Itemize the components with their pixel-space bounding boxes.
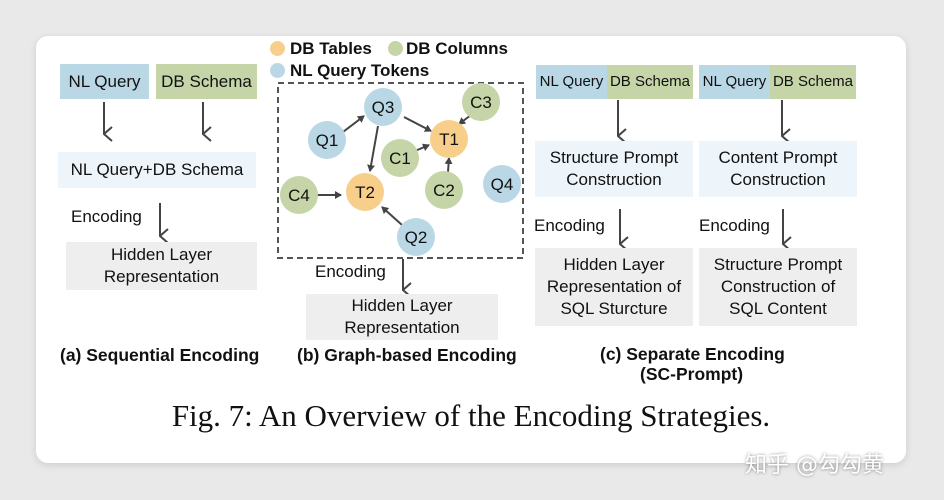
a-combined-box: NL Query+DB Schema	[58, 152, 256, 188]
a-nl-query-box: NL Query	[60, 64, 149, 99]
legend-dot-columns	[388, 41, 403, 56]
svg-text:Q3: Q3	[372, 98, 395, 117]
node-c2: C2	[425, 171, 463, 209]
node-c4: C4	[280, 176, 318, 214]
edge-q3-t2	[367, 125, 379, 172]
a-hidden-box: Hidden Layer Representation	[66, 242, 257, 290]
a-db-schema-box: DB Schema	[156, 64, 257, 99]
c-left-nl-query-box: NL Query	[536, 65, 607, 99]
b-encoding-label: Encoding	[315, 262, 386, 281]
a-encoding-label: Encoding	[71, 207, 142, 226]
svg-text:T1: T1	[439, 130, 459, 149]
c-right-hidden-box: Structure Prompt Construction of SQL Con…	[699, 248, 857, 326]
node-q3: Q3	[364, 88, 402, 126]
node-t1: T1	[430, 120, 468, 158]
svg-text:C4: C4	[288, 186, 310, 205]
svg-text:Q4: Q4	[491, 175, 514, 194]
node-q4: Q4	[483, 165, 521, 203]
c-right-construction-box: Content Prompt Construction	[699, 141, 857, 197]
c-caption-line1: (c) Separate Encoding	[600, 344, 785, 364]
a-caption: (a) Sequential Encoding	[60, 345, 260, 365]
c-left-hidden-box: Hidden Layer Representation of SQL Sturc…	[535, 248, 693, 326]
svg-text:Q2: Q2	[405, 228, 428, 247]
graph-border	[277, 82, 524, 259]
node-q2: Q2	[397, 218, 435, 256]
edge-c2-t1	[444, 157, 453, 173]
node-q1: Q1	[308, 121, 346, 159]
edge-q2-t2	[381, 206, 403, 226]
svg-text:Q1: Q1	[316, 131, 339, 150]
svg-text:T2: T2	[355, 183, 375, 202]
c-right-encoding-label: Encoding	[699, 216, 770, 235]
c-caption-line2: (SC-Prompt)	[640, 364, 744, 384]
svg-text:C3: C3	[470, 93, 492, 112]
svg-text:C1: C1	[389, 149, 411, 168]
c-right-db-schema-box: DB Schema	[770, 65, 856, 99]
c-left-db-schema-box: DB Schema	[607, 65, 693, 99]
node-t2: T2	[346, 173, 384, 211]
node-c3: C3	[462, 83, 500, 121]
b-hidden-box: Hidden Layer Representation	[306, 294, 498, 340]
b-caption: (b) Graph-based Encoding	[297, 345, 517, 365]
svg-text:C2: C2	[433, 181, 455, 200]
c-left-encoding-label: Encoding	[534, 216, 605, 235]
legend-label-tokens: NL Query Tokens	[290, 61, 430, 80]
legend-label-tables: DB Tables	[290, 39, 372, 58]
legend-dot-tokens	[270, 63, 285, 78]
c-right-nl-query-box: NL Query	[699, 65, 770, 99]
c-left-construction-box: Structure Prompt Construction	[535, 141, 693, 197]
watermark: 知乎 @勾勾黄	[745, 453, 884, 478]
edge-c1-t1	[414, 143, 430, 152]
legend-dot-tables	[270, 41, 285, 56]
legend-label-columns: DB Columns	[406, 39, 508, 58]
figure-caption: Fig. 7: An Overview of the Encoding Stra…	[171, 398, 771, 433]
edge-q3-t1	[403, 116, 432, 132]
node-c1: C1	[381, 139, 419, 177]
edge-q1-q3	[342, 115, 365, 133]
